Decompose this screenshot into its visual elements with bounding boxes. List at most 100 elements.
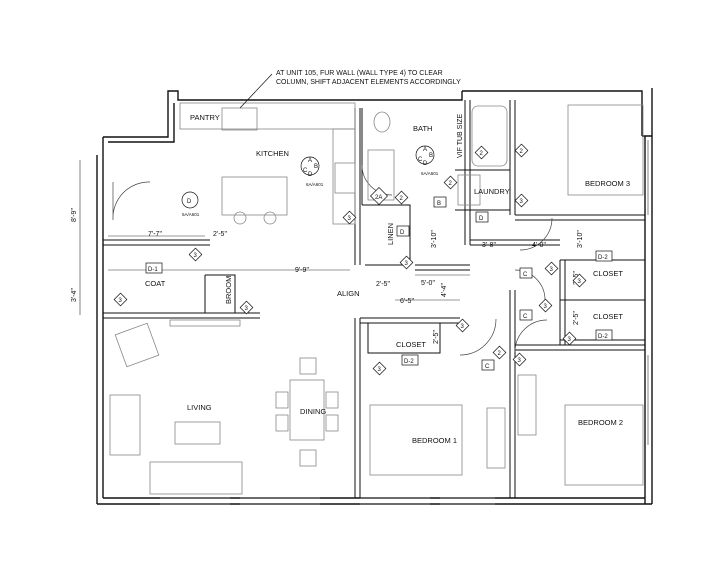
room-label-bedroom1: BEDROOM 1	[412, 436, 457, 445]
elevation-tag: D	[423, 161, 428, 167]
door-tag-text: D-1	[148, 267, 158, 273]
dining-chair	[275, 414, 289, 432]
wall-type-text: 3	[550, 267, 554, 273]
room-label-bedroom2: BEDROOM 2	[578, 418, 623, 427]
wall-type-text: 2	[498, 351, 502, 357]
dresser-bed1	[486, 407, 506, 469]
wall-type-tag	[492, 345, 507, 360]
wall-type-text: 2	[520, 149, 524, 155]
armchair	[114, 322, 160, 368]
door-tag	[595, 329, 613, 341]
door-swing-bath	[361, 164, 393, 196]
wall-bedroom3-south	[515, 214, 645, 221]
door-tag-text: D-2	[598, 334, 608, 340]
wall-type-tag	[562, 331, 577, 346]
sheet-ref: 6A/A601	[306, 182, 324, 187]
exterior-wall-east	[642, 88, 653, 504]
dining-table	[289, 379, 325, 441]
dim-3-10-hall: 3'-10"	[431, 230, 438, 248]
room-label-linen: LINEN	[386, 223, 395, 245]
dim-2-5-closet-2: 2'-5"	[573, 311, 580, 325]
wall-type-tag	[370, 187, 388, 205]
elevation-tag: B	[314, 164, 318, 170]
door-tag-text: D-2	[598, 255, 608, 261]
cabinet-tag-text: B	[437, 201, 441, 207]
kitchen-sink	[221, 107, 258, 131]
wall-type-tag	[443, 175, 458, 190]
door-tag-text: D	[400, 230, 405, 236]
dining-chair	[325, 414, 339, 432]
dining-chair	[325, 391, 339, 409]
kitchen-counter-east	[332, 128, 356, 225]
door-tag	[433, 196, 447, 208]
wall-broom	[204, 274, 236, 313]
wall-kitchen-east	[354, 108, 361, 265]
wall-living-east	[354, 318, 361, 498]
wall-type-text: 2	[449, 181, 453, 187]
door-swing-entry	[112, 181, 151, 221]
wall-laundry	[455, 169, 511, 211]
door-swing-bed3	[519, 217, 553, 251]
door-swing-bed1	[459, 318, 497, 356]
exterior-wall-south	[97, 497, 652, 505]
wall-type-tag	[514, 143, 529, 158]
room-label-pantry: PANTRY	[190, 113, 220, 122]
wall-coat-south	[103, 312, 260, 319]
exterior-wall-west	[96, 137, 104, 504]
room-label-laundry: LAUNDRY	[474, 187, 510, 196]
dim-2-5-coat: 2'-5"	[213, 231, 227, 238]
annotation-align: ALIGN	[337, 289, 360, 298]
wall-type-tag	[342, 210, 357, 225]
dining-chair	[299, 357, 317, 375]
room-label-closet-hall-2: CLOSET	[593, 312, 623, 321]
room-label-dining: DINING	[300, 407, 326, 416]
wall-type-tag	[514, 193, 529, 208]
wall-type-text: 2A	[375, 195, 382, 201]
bathtub	[471, 105, 508, 167]
wall-type-tag	[538, 298, 553, 313]
wall-type-tag	[572, 273, 587, 288]
dim-6-5: 6'-5"	[400, 298, 414, 305]
wall-type-tag	[544, 261, 559, 276]
wall-type-text: 3	[378, 367, 382, 373]
dining-chair	[299, 449, 317, 467]
dim-9-9: 9'-9"	[295, 267, 309, 274]
bed-3	[567, 104, 644, 196]
stool	[263, 211, 277, 225]
elevation-tag: B	[429, 153, 433, 159]
coffee-table	[174, 421, 221, 445]
wall-type-tag	[239, 300, 254, 315]
wall-bedroom3-west	[509, 100, 516, 215]
dim-2-5-closet-bed1: 2'-5"	[433, 330, 440, 344]
wall-type-tag	[455, 318, 470, 333]
room-label-bath: BATH	[413, 124, 432, 133]
sofa	[149, 461, 243, 495]
dim-3-10-bed3: 3'-10"	[577, 230, 584, 248]
elevation-marker-kitchen	[300, 156, 320, 176]
wall-type-text: 2	[400, 196, 404, 202]
wall-type-text: 3	[245, 306, 249, 312]
dim-4-0: 4'-0"	[532, 242, 546, 249]
dining-chair	[275, 391, 289, 409]
wall-type-text: 3	[348, 216, 352, 222]
door-tag	[475, 211, 489, 223]
wall-type-text: 2	[480, 151, 484, 157]
wall-closets-west	[559, 260, 566, 345]
kitchen-island	[221, 176, 288, 216]
wall-type-text: 3	[461, 324, 465, 330]
door-tag	[145, 262, 163, 274]
elevation-marker-bath	[415, 145, 435, 165]
stool	[233, 211, 247, 225]
room-label-broom: BROOM	[224, 276, 233, 304]
exterior-wall-north-right	[462, 90, 643, 136]
annotation-vif-tub-size: VIF TUB SIZE	[457, 113, 464, 158]
dim-2-5-linen: 2'-5"	[376, 281, 390, 288]
window-south	[160, 497, 495, 505]
door-tag-text: D	[479, 216, 484, 222]
dim-4-4: 4'-4"	[441, 283, 448, 297]
elevation-tag: D	[308, 172, 313, 178]
wall-type-text: 3	[518, 358, 522, 364]
wall-type-text: 3	[578, 279, 582, 285]
cabinet-tag	[481, 359, 495, 371]
general-note-line1: AT UNIT 105, FUR WALL (WALL TYPE 4) TO C…	[276, 70, 443, 77]
